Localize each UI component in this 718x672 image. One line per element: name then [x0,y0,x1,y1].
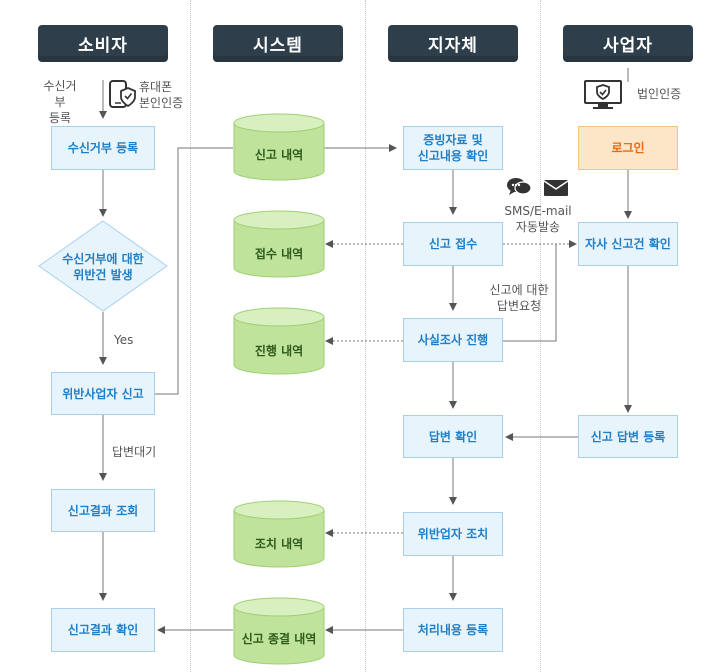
label-yes: Yes [114,333,134,347]
box-result-query[interactable]: 신고결과 조회 [51,489,155,532]
db-progress-label: 진행 내역 [254,344,304,358]
chat-bubbles-icon [506,177,532,197]
db-receipt: 접수 내역 [233,210,325,278]
diamond-violation-label: 수신거부에 대한 위반건 발생 [62,252,144,282]
note-reply-request: 신고에 대한 답변요청 [489,283,549,313]
db-report-label: 신고 내역 [254,148,304,162]
note-corp-auth: 법인인증 [637,87,682,101]
box-violator-action[interactable]: 위반업자 조치 [403,512,503,556]
lane-header-system: 시스템 [213,25,343,62]
lane-header-consumer: 소비자 [38,25,168,62]
note-reject-register: 수신거부 등록 [43,79,77,125]
box-process-register[interactable]: 처리내용 등록 [403,608,503,652]
db-receipt-label: 접수 내역 [254,247,304,261]
note-phone-auth: 휴대폰 본인인증 [139,80,184,110]
db-report: 신고 내역 [233,113,325,181]
monitor-shield-icon [584,80,622,110]
db-progress: 진행 내역 [233,307,325,375]
box-report-violator[interactable]: 위반사업자 신고 [51,372,155,415]
label-wait: 답변대기 [112,445,157,459]
lane-header-local-gov: 지자체 [388,25,518,62]
db-closed: 신고 종결 내역 [233,597,325,665]
lane-divider-3 [540,0,541,672]
box-reject-register[interactable]: 수신거부 등록 [51,126,155,170]
box-investigation[interactable]: 사실조사 진행 [403,318,503,362]
lane-divider-2 [365,0,366,672]
box-check-own-report[interactable]: 자사 신고건 확인 [578,222,678,266]
mail-envelope-icon [543,180,569,196]
box-evidence-check[interactable]: 증빙자료 및 신고내용 확인 [403,126,503,170]
db-action: 조치 내역 [233,500,325,568]
note-sms-email: SMS/E-mail 자동발송 [504,204,572,234]
lane-header-business: 사업자 [563,25,693,62]
box-result-confirm[interactable]: 신고결과 확인 [51,608,155,652]
diamond-violation [38,220,168,312]
box-report-receipt[interactable]: 신고 접수 [403,222,503,266]
box-reply-register[interactable]: 신고 답변 등록 [578,415,678,458]
box-answer-confirm[interactable]: 답변 확인 [403,415,503,458]
db-closed-label: 신고 종결 내역 [241,632,317,646]
db-action-label: 조치 내역 [254,537,304,551]
lane-divider-1 [190,0,191,672]
box-login[interactable]: 로그인 [578,126,678,170]
phone-shield-icon [108,80,136,110]
